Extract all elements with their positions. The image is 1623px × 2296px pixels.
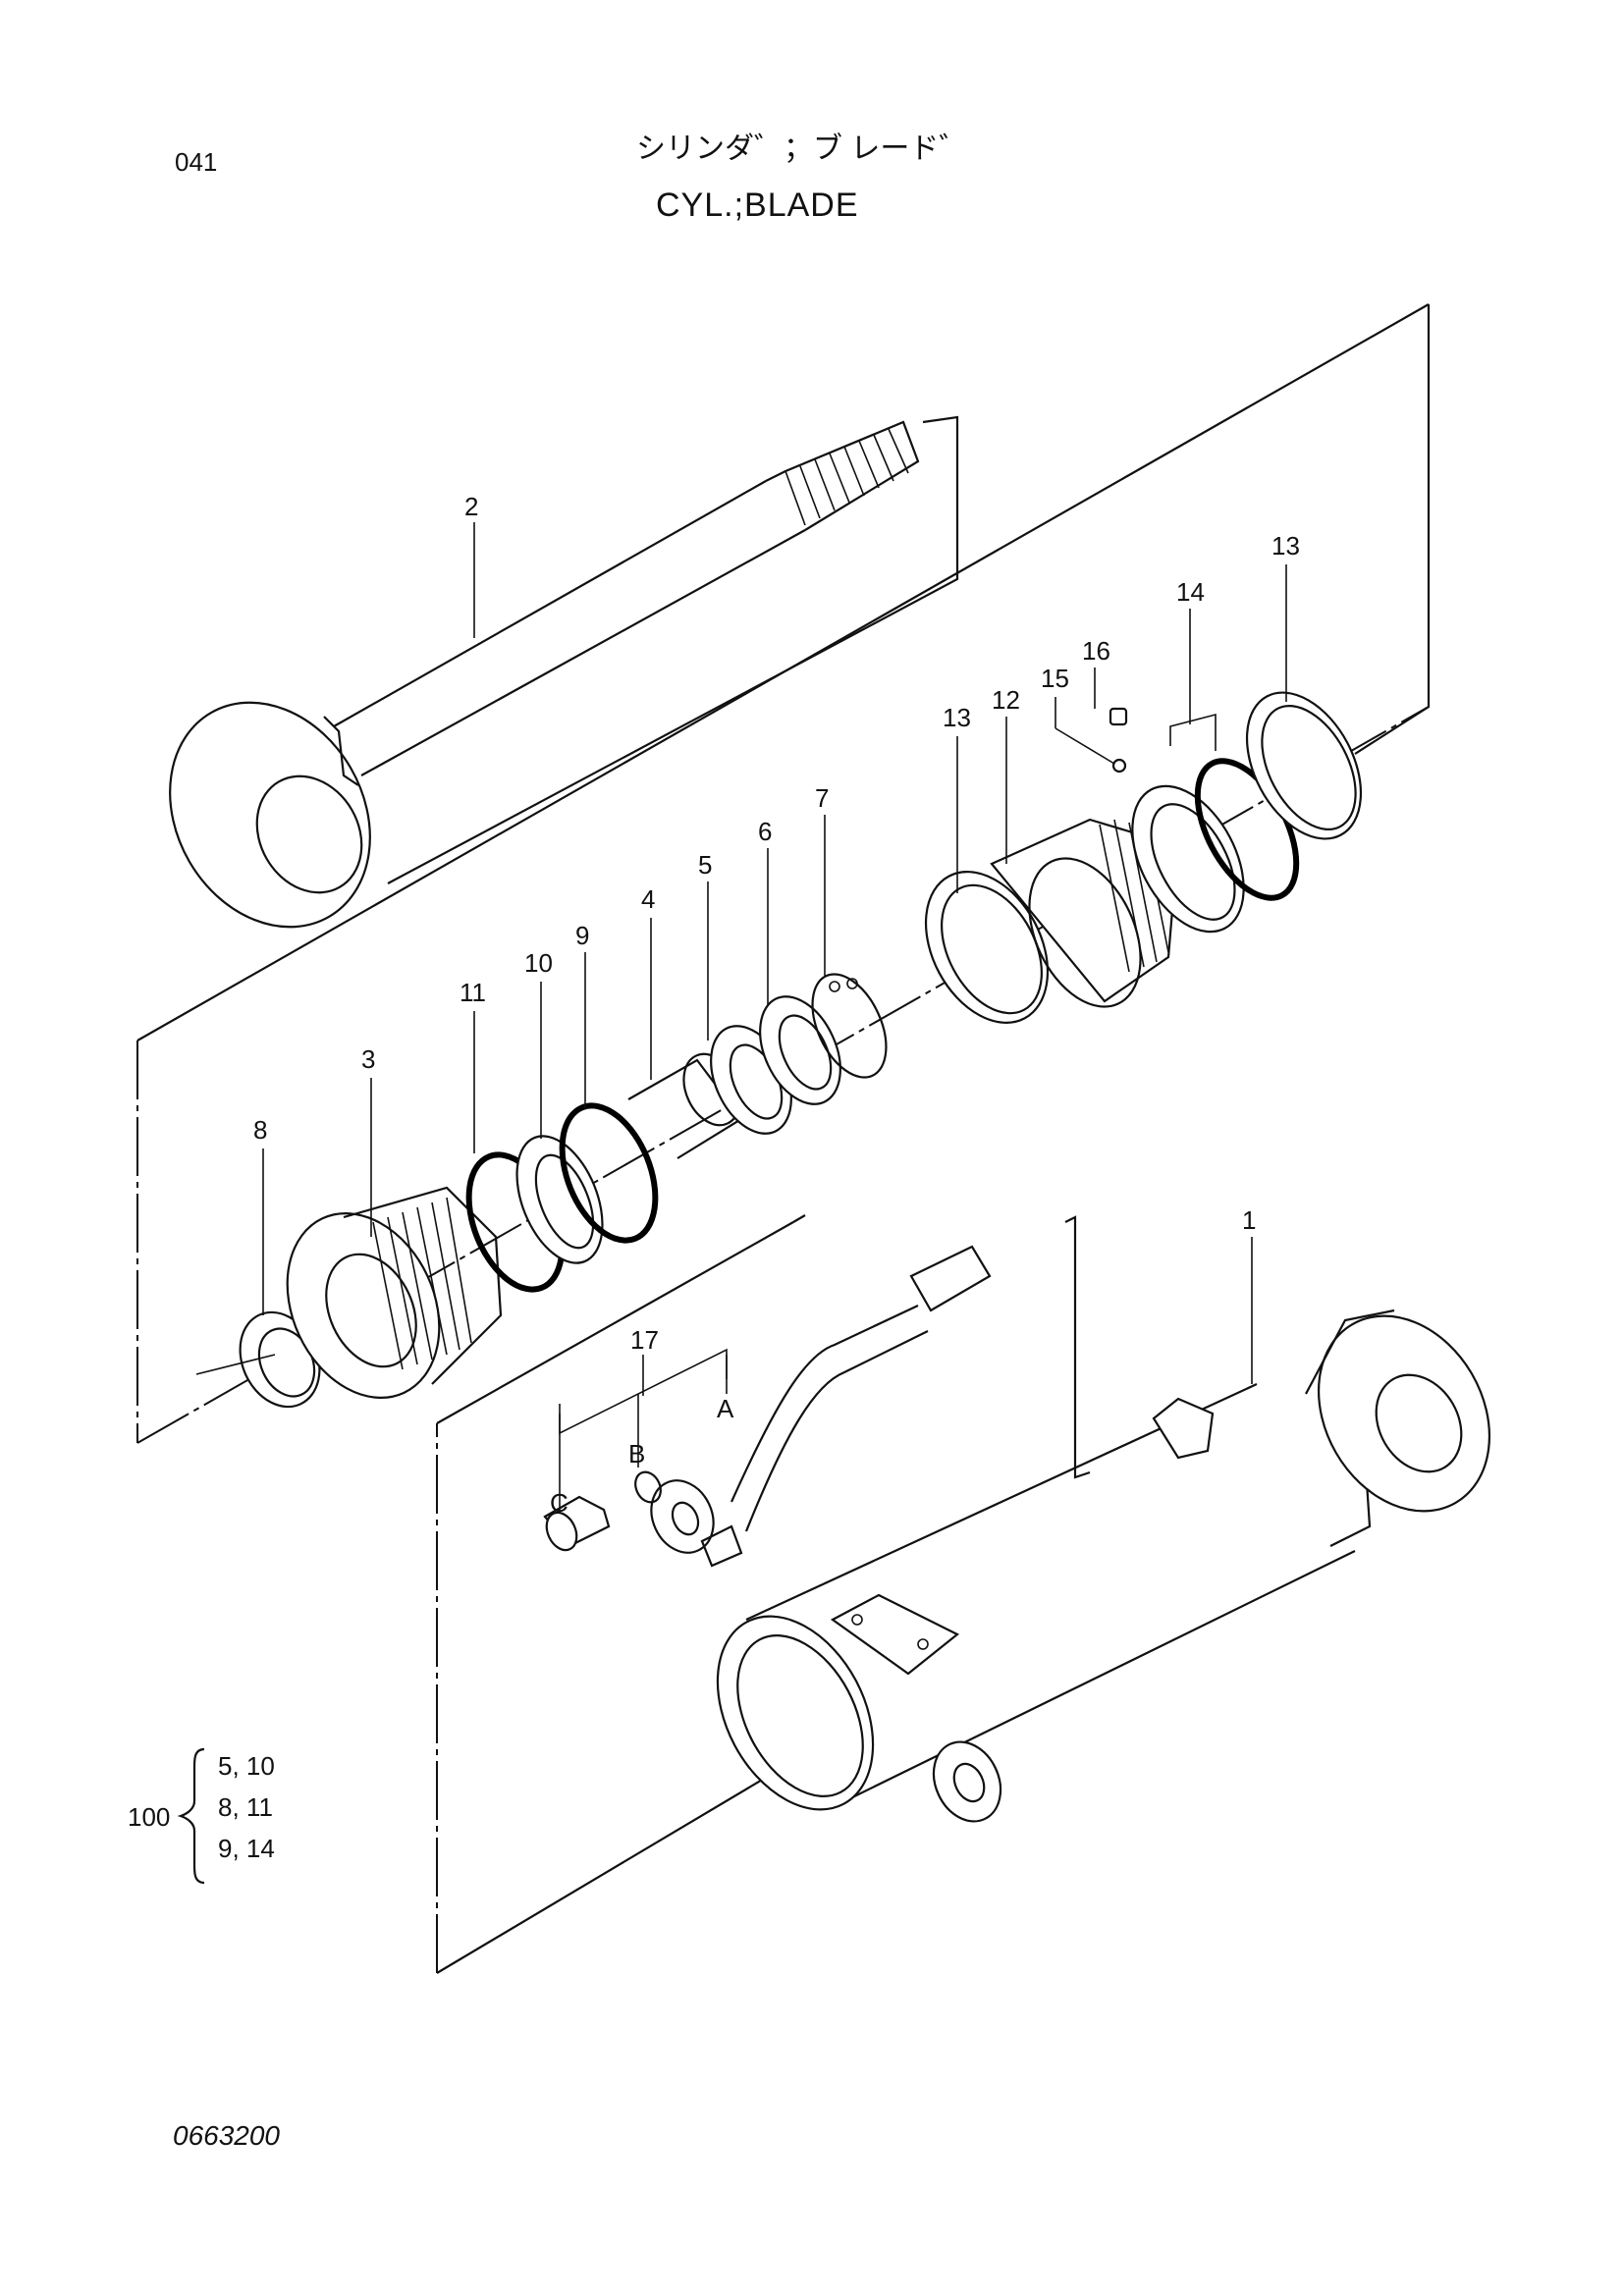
callout-17: 17 [630, 1325, 659, 1355]
callout-11: 11 [460, 978, 486, 1007]
callout-C: C [550, 1488, 568, 1518]
callout-2: 2 [464, 492, 478, 521]
kit-item: 5, 10 [218, 1751, 275, 1781]
callout-B: B [628, 1439, 645, 1468]
document-code: 0663200 [173, 2120, 281, 2151]
kit-brace [177, 1747, 205, 1885]
title-japanese: シリンダ゛；ブ レード゛ [636, 133, 969, 165]
callout-16: 16 [1082, 636, 1110, 666]
callout-5: 5 [698, 850, 712, 880]
callout-10: 10 [524, 948, 553, 978]
callout-A: A [717, 1394, 734, 1423]
callout-3: 3 [361, 1044, 375, 1074]
kit-item: 9, 14 [218, 1834, 275, 1863]
kit-number: 100 [128, 1802, 171, 1832]
title-english: CYL.;BLADE [656, 187, 859, 224]
kit-item: 8, 11 [218, 1792, 273, 1822]
cylinder-group: 1 17 A B C [436, 1205, 1491, 1974]
seal-group: 8 3 11 10 9 4 5 [136, 303, 1431, 1444]
callout-7: 7 [815, 783, 829, 813]
rod-group: 2 [169, 415, 959, 929]
callout-9: 9 [575, 921, 589, 950]
callout-14: 14 [1176, 577, 1205, 607]
callout-6: 6 [758, 817, 772, 846]
callout-13-right: 13 [1271, 531, 1300, 561]
callout-12: 12 [992, 685, 1020, 715]
callout-8: 8 [253, 1115, 267, 1145]
callout-13-left: 13 [943, 703, 971, 732]
callout-4: 4 [641, 884, 655, 914]
callout-1: 1 [1242, 1205, 1256, 1235]
callout-15: 15 [1041, 664, 1069, 693]
page-number: 041 [175, 147, 218, 177]
